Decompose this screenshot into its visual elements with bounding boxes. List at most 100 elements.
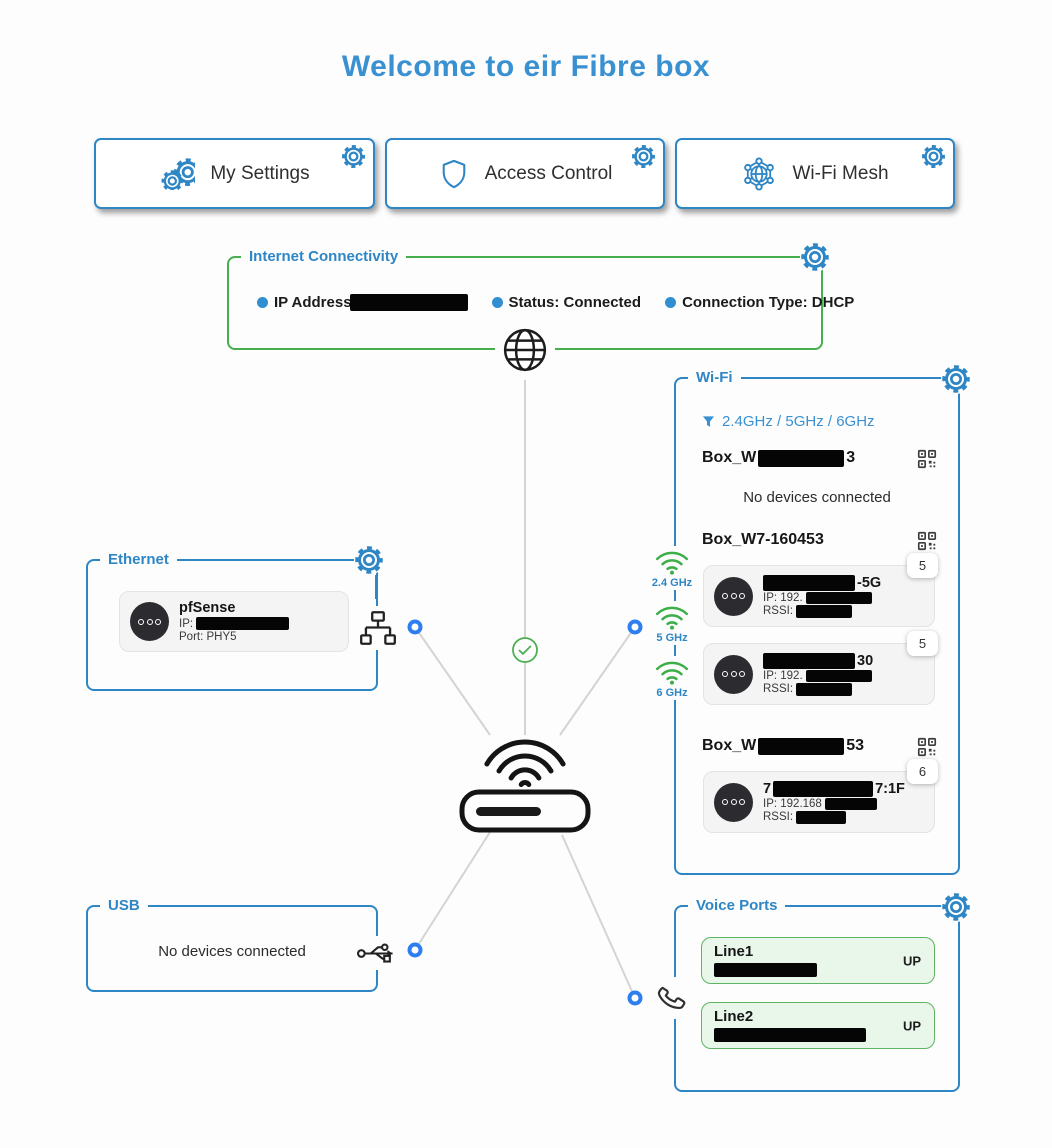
phone-icon: [657, 986, 686, 1010]
settings-gear-icon[interactable]: [921, 144, 946, 169]
qr-code-icon[interactable]: [916, 448, 938, 470]
band-5ghz-label: 5 GHz: [656, 632, 688, 644]
ethernet-node-dot: [407, 619, 423, 635]
wifi-device-card[interactable]: 5 -5G IP: 192. RSSI:: [703, 553, 938, 627]
access-control-button[interactable]: Access Control: [385, 138, 665, 209]
connection-type-item: Connection Type: DHCP: [665, 294, 854, 311]
wifi-signal-icon: [653, 601, 691, 631]
device-ip-label: IP: 192.: [763, 591, 803, 604]
qr-code-icon[interactable]: [916, 736, 938, 758]
voice-line1-card[interactable]: Line1 UP: [701, 937, 935, 984]
settings-gear-icon[interactable]: [341, 144, 366, 169]
wifi-device-card[interactable]: 6 7 7:1F IP: 192.168 RSSI:: [703, 759, 938, 833]
band-filter-label: 2.4GHz / 5GHz / 6GHz: [722, 413, 875, 430]
wifi-node-dot: [627, 619, 643, 635]
connection-type-label: Connection Type: DHCP: [682, 294, 855, 311]
my-settings-button[interactable]: My Settings: [94, 138, 375, 209]
router-illustration: [455, 720, 595, 835]
usb-port-marker: [356, 936, 400, 970]
usb-panel: USB No devices connected: [86, 896, 378, 992]
ethernet-legend: Ethernet: [100, 550, 177, 570]
device-name-suffix: 7:1F: [875, 780, 905, 797]
ethernet-device-card[interactable]: pfSense IP: Port: PHY5: [119, 591, 349, 652]
band-2_4ghz-label: 2.4 GHz: [651, 577, 693, 589]
shield-icon: [442, 159, 465, 188]
check-circle-icon: [512, 637, 538, 663]
redacted-rssi: [796, 604, 853, 618]
device-count-badge: 6: [907, 759, 938, 784]
usb-icon: [356, 943, 393, 963]
device-ip-label: IP: 192.168: [763, 797, 822, 810]
band-6ghz: 6 GHz: [650, 656, 694, 700]
voice-port-marker: [655, 977, 691, 1019]
redacted-rssi: [796, 810, 847, 824]
page-title: Welcome to eir Fibre box: [341, 50, 711, 83]
redacted-rssi: [796, 682, 853, 696]
line1-name: Line1: [714, 943, 754, 960]
network-name-prefix: Box_W: [702, 449, 757, 466]
redacted-device-name: [773, 780, 874, 797]
connection-ok-badge: [511, 636, 539, 664]
band-2_4ghz: 2.4 GHz: [650, 546, 694, 590]
redacted-ssid: [758, 449, 845, 467]
network-name-suffix: 3: [846, 449, 856, 466]
wifi-signal-icon: [653, 656, 691, 686]
redacted-ip: [824, 797, 877, 810]
wifi-mesh-label: Wi-Fi Mesh: [792, 162, 889, 184]
usb-empty-text: No devices connected: [158, 943, 306, 960]
device-count-badge: 5: [907, 631, 938, 656]
wifi-network-name-1: Box_W 3: [702, 449, 855, 467]
redacted-device-name: [763, 652, 855, 669]
device-avatar: [714, 782, 753, 822]
status-item: Status: Connected: [491, 294, 641, 311]
wifi-device-card[interactable]: 5 30 IP: 192. RSSI:: [703, 631, 938, 705]
ethernet-settings-gear-icon[interactable]: [354, 545, 384, 575]
wifi-signal-icon: [653, 546, 691, 576]
device-avatar: [714, 576, 753, 616]
wifi-mesh-button[interactable]: Wi-Fi Mesh: [675, 138, 955, 209]
ethernet-port-marker: [357, 606, 399, 650]
network-name-suffix: 53: [846, 737, 865, 754]
band-5ghz: 5 GHz: [650, 601, 694, 645]
ethernet-port-label: Port: PHY5: [179, 631, 237, 643]
device-rssi-label: RSSI:: [763, 605, 794, 617]
redacted-device-name: [763, 574, 855, 591]
internet-status-row: IP Address Status: Connected Connection …: [257, 294, 854, 311]
settings-gear-icon[interactable]: [631, 144, 656, 169]
voice-settings-gear-icon[interactable]: [941, 892, 971, 922]
wifi-panel: Wi-Fi 2.4GHz / 5GHz / 6GHz Box_W 3 No de…: [674, 364, 971, 875]
redacted-ip-address: [349, 294, 468, 311]
access-control-label: Access Control: [484, 162, 613, 184]
internet-settings-gear-icon[interactable]: [800, 242, 830, 272]
router-icon: [459, 739, 591, 833]
device-name-suffix: 30: [857, 652, 874, 669]
bullet-icon: [491, 297, 503, 308]
wifi-network-name-3: Box_W 53: [702, 737, 864, 755]
voice-line2-card[interactable]: Line2 UP: [701, 1002, 935, 1049]
bullet-icon: [257, 297, 268, 308]
device-avatar: [130, 602, 169, 641]
ethernet-icon: [360, 611, 396, 645]
voice-ports-legend: Voice Ports: [688, 896, 786, 916]
qr-code-icon[interactable]: [916, 530, 938, 552]
wifi-settings-gear-icon[interactable]: [941, 364, 971, 394]
redacted-ip: [196, 617, 290, 630]
ethernet-ip-label: IP:: [179, 617, 194, 630]
mesh-network-icon: [744, 156, 775, 191]
wifi-network-1-empty: No devices connected: [743, 489, 891, 506]
ip-address-item: IP Address: [257, 294, 468, 311]
device-rssi-label: RSSI:: [763, 683, 794, 695]
redacted-ssid: [758, 737, 845, 755]
internet-connectivity-panel: Internet Connectivity IP Address Status:…: [227, 242, 854, 373]
my-settings-label: My Settings: [210, 162, 310, 184]
device-rssi-label: RSSI:: [763, 811, 794, 823]
line2-status: UP: [902, 1018, 921, 1033]
device-name-suffix: -5G: [857, 574, 882, 591]
network-name-prefix: Box_W: [702, 737, 757, 754]
gears-icon: [159, 158, 195, 190]
band-filter[interactable]: 2.4GHz / 5GHz / 6GHz: [702, 413, 875, 430]
globe-icon: [503, 328, 547, 372]
redacted-number: [714, 1027, 866, 1042]
ethernet-device-name: pfSense: [179, 600, 236, 616]
